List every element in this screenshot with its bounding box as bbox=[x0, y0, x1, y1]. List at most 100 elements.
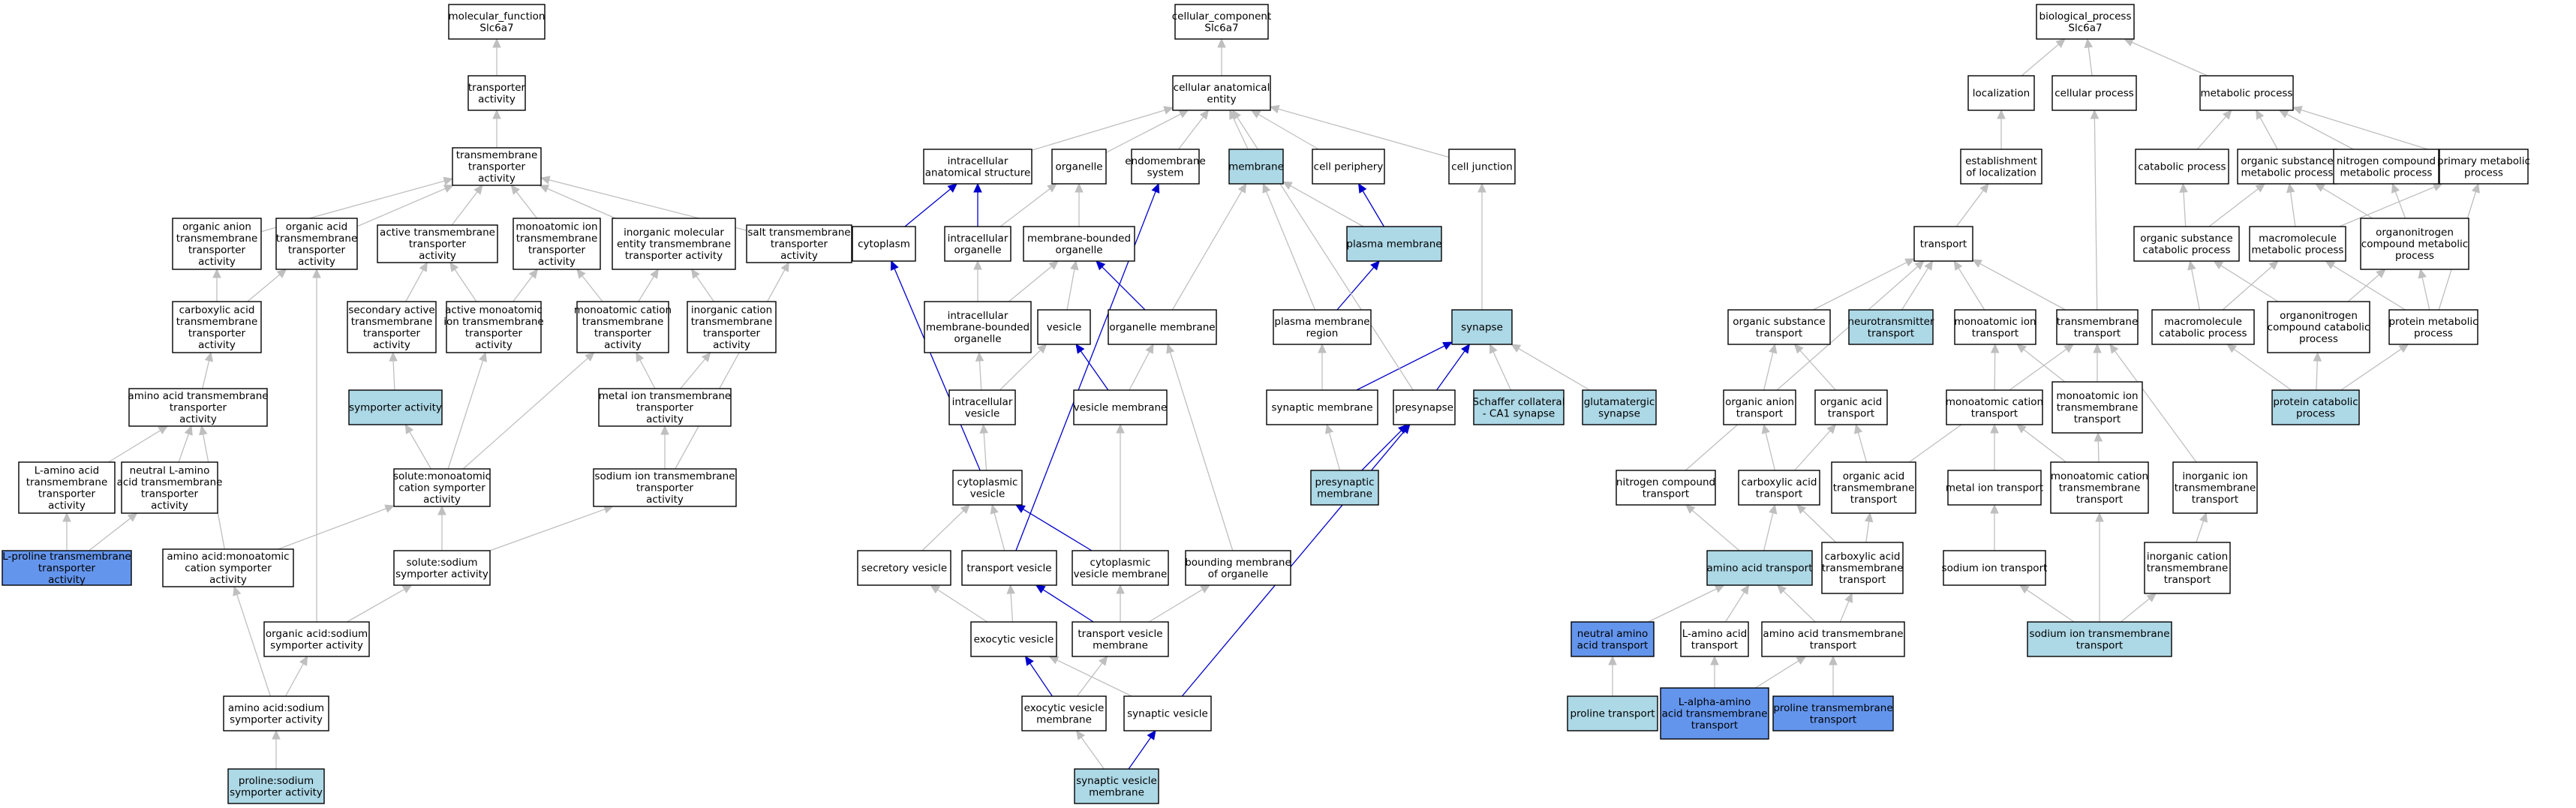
node-pre[interactable]: presynapse bbox=[1393, 389, 1456, 425]
node-org[interactable]: organelle bbox=[1051, 149, 1107, 185]
node-sec[interactable]: secretory vesicle bbox=[857, 550, 951, 586]
node-cacta[interactable]: carboxylic acidtransmembranetransportera… bbox=[172, 301, 262, 353]
node-metit[interactable]: metal ion transport bbox=[1946, 470, 2043, 506]
node-cp[interactable]: cellular process bbox=[2051, 75, 2137, 111]
node-sm[interactable]: synaptic membrane bbox=[1266, 389, 1378, 425]
node-tr[interactable]: transport bbox=[1913, 226, 1973, 262]
node-mcta[interactable]: monoatomic cationtransmembranetransporte… bbox=[574, 301, 672, 353]
node-mp[interactable]: metabolic process bbox=[2199, 75, 2294, 111]
node-vm[interactable]: vesicle membrane bbox=[1073, 389, 1168, 425]
node-sca1[interactable]: Schaffer collateral- CA1 synapse bbox=[1473, 389, 1565, 425]
node-sacta[interactable]: secondary activetransmembranetransporter… bbox=[347, 301, 437, 353]
node-ev[interactable]: exocytic vesicle bbox=[970, 621, 1057, 657]
node-sita[interactable]: sodium ion transmembranetransporteractiv… bbox=[593, 468, 737, 507]
node-lpro[interactable]: L-proline transmembranetransporteractivi… bbox=[2, 550, 132, 586]
node-symp[interactable]: symporter activity bbox=[348, 389, 443, 425]
node-ves[interactable]: vesicle bbox=[1037, 309, 1091, 345]
node-om[interactable]: organelle membrane bbox=[1108, 309, 1217, 345]
node-loc[interactable]: localization bbox=[1967, 75, 2035, 111]
node-aata[interactable]: amino acid transmembranetransporteractiv… bbox=[128, 388, 269, 427]
node-aat[interactable]: amino acid transport bbox=[1706, 550, 1813, 586]
node-catp[interactable]: catabolic process bbox=[2135, 149, 2229, 185]
node-mem[interactable]: membrane bbox=[1228, 149, 1284, 185]
node-icta[interactable]: inorganic cationtransmembranetransporter… bbox=[687, 301, 777, 353]
node-cper[interactable]: cell periphery bbox=[1312, 149, 1385, 185]
node-cyto[interactable]: cytoplasm bbox=[852, 226, 916, 262]
node-tv[interactable]: transport vesicle bbox=[961, 550, 1057, 586]
node-oacta[interactable]: organic acidtransmembranetransporteracti… bbox=[275, 218, 358, 270]
node-moita[interactable]: monoatomic iontransmembranetransporterac… bbox=[512, 218, 601, 270]
node-oatta[interactable]: organic aniontransmembranetransporteract… bbox=[172, 218, 262, 270]
node-cj[interactable]: cell junction bbox=[1448, 149, 1516, 185]
node-sit[interactable]: sodium ion transport bbox=[1942, 550, 2048, 586]
node-sv[interactable]: synaptic vesicle bbox=[1123, 695, 1212, 731]
node-syn[interactable]: synapse bbox=[1451, 309, 1513, 345]
node-mita[interactable]: metal ion transmembranetransporteractivi… bbox=[598, 388, 732, 427]
node-laata[interactable]: L-amino acidtransmembranetransporteracti… bbox=[18, 461, 116, 514]
node-pm[interactable]: plasma membrane bbox=[1346, 226, 1442, 262]
